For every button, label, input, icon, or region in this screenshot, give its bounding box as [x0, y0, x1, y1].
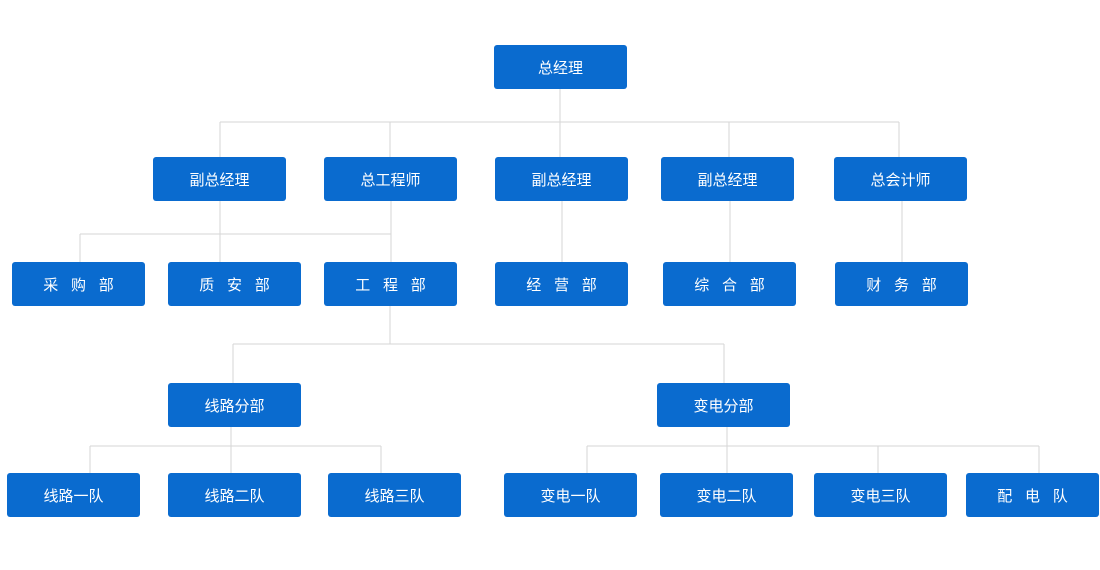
node-substation-team-1[interactable]: 变电一队 [504, 473, 637, 517]
node-quality-safety-dept[interactable]: 质 安 部 [168, 262, 301, 306]
node-deputy-general-manager-2[interactable]: 副总经理 [495, 157, 628, 201]
node-procurement-dept[interactable]: 采 购 部 [12, 262, 145, 306]
node-operations-dept[interactable]: 经 营 部 [495, 262, 628, 306]
node-chief-engineer[interactable]: 总工程师 [324, 157, 457, 201]
node-distribution-team[interactable]: 配 电 队 [966, 473, 1099, 517]
node-deputy-general-manager-3[interactable]: 副总经理 [661, 157, 794, 201]
node-general-affairs-dept[interactable]: 综 合 部 [663, 262, 796, 306]
node-chief-accountant[interactable]: 总会计师 [834, 157, 967, 201]
node-finance-dept[interactable]: 财 务 部 [835, 262, 968, 306]
node-general-manager[interactable]: 总经理 [494, 45, 627, 89]
node-line-team-3[interactable]: 线路三队 [328, 473, 461, 517]
node-deputy-general-manager-1[interactable]: 副总经理 [153, 157, 286, 201]
node-substation-team-3[interactable]: 变电三队 [814, 473, 947, 517]
node-line-team-1[interactable]: 线路一队 [7, 473, 140, 517]
node-substation-branch[interactable]: 变电分部 [657, 383, 790, 427]
node-engineering-dept[interactable]: 工 程 部 [324, 262, 457, 306]
node-line-branch[interactable]: 线路分部 [168, 383, 301, 427]
node-line-team-2[interactable]: 线路二队 [168, 473, 301, 517]
node-substation-team-2[interactable]: 变电二队 [660, 473, 793, 517]
